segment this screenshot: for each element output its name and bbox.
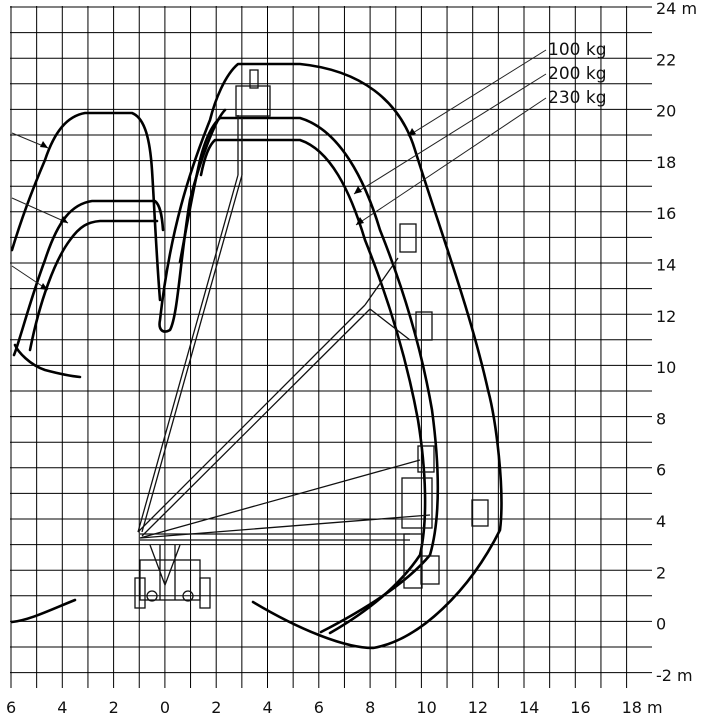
y-tick-label: 12	[656, 307, 676, 326]
y-tick-label: 2	[656, 563, 666, 582]
x-tick-label: 6	[6, 698, 16, 717]
y-tick-label: 22	[656, 50, 676, 69]
envelope-100kg	[158, 62, 503, 650]
y-tick-label: 4	[656, 512, 666, 531]
chassis	[134, 544, 211, 609]
x-tick-label: 18 m	[622, 698, 663, 717]
x-tick-label: 2	[109, 698, 119, 717]
load-label-100kg: 100 kg	[548, 40, 607, 60]
baskets	[235, 69, 489, 589]
y-tick-label: 18	[656, 153, 676, 172]
pointer-230kg	[355, 97, 547, 226]
y-tick-label: 8	[656, 409, 666, 428]
x-tick-label: 2	[211, 698, 221, 717]
boom-lines	[137, 115, 431, 541]
y-tick-label: 16	[656, 204, 676, 223]
x-tick-label: 0	[160, 698, 170, 717]
arrowhead-230kg	[356, 217, 364, 225]
y-tick-label: 14	[656, 256, 676, 275]
load-label-200kg: 200 kg	[548, 64, 607, 84]
y-tick-label: 10	[656, 358, 676, 377]
x-tick-label: 12	[468, 698, 488, 717]
x-tick-label: 6	[314, 698, 324, 717]
arrowhead-200kg	[354, 186, 362, 194]
y-tick-label: 6	[656, 461, 666, 480]
x-axis-labels: 6 4 2 0 2 4 6 8 10 12 14 16 18 m	[6, 698, 663, 717]
arrowhead-100kg	[408, 128, 416, 136]
arrowhead-left-3	[40, 283, 48, 290]
envelope-left-outer	[10, 111, 162, 302]
x-tick-label: 16	[570, 698, 590, 717]
envelope-left-inner	[13, 219, 159, 379]
envelope-left-middle	[12, 199, 165, 357]
y-tick-label: 20	[656, 102, 676, 121]
y-tick-label: 24 m	[656, 0, 697, 18]
x-tick-label: 8	[365, 698, 375, 717]
pointer-left-2	[11, 197, 69, 224]
x-tick-label: 14	[519, 698, 539, 717]
y-tick-label: -2 m	[656, 666, 693, 685]
envelope-200kg	[178, 116, 440, 634]
pointer-100kg	[407, 49, 547, 137]
x-tick-label: 4	[263, 698, 273, 717]
pointer-200kg	[353, 73, 547, 195]
x-tick-label: 10	[416, 698, 436, 717]
y-tick-label: 0	[656, 615, 666, 634]
envelope-bottom-left	[10, 598, 77, 624]
arrowhead-left-2	[60, 216, 68, 223]
x-tick-label: 4	[57, 698, 67, 717]
arrowhead-left-1	[40, 141, 48, 148]
load-label-230kg: 230 kg	[548, 88, 607, 108]
envelope-230kg	[199, 138, 427, 635]
